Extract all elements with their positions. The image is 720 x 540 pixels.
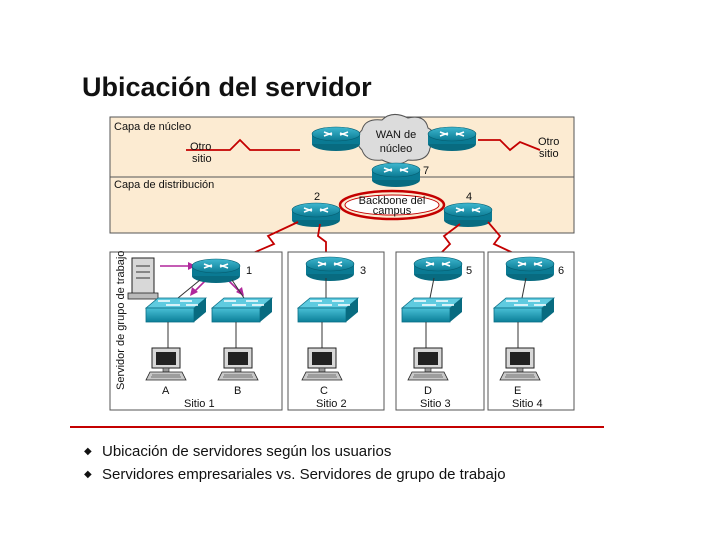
- core-router-left: [311, 126, 361, 152]
- host-d-label: D: [424, 385, 432, 397]
- bullet-list: ◆ Ubicación de servidores según los usua…: [84, 440, 506, 486]
- wan-label-2: núcleo: [380, 143, 412, 155]
- pc-c: [301, 347, 343, 381]
- router-7: [371, 162, 421, 188]
- router-3-number: 3: [360, 265, 366, 277]
- host-a-label: A: [162, 385, 170, 397]
- site-1-label: Sitio 1: [184, 398, 215, 410]
- diamond-bullet-icon: ◆: [84, 469, 92, 480]
- router-2: [291, 202, 341, 228]
- host-e-label: E: [514, 385, 521, 397]
- divider-rule: [70, 426, 604, 428]
- router-6-number: 6: [558, 265, 564, 277]
- host-b-label: B: [234, 385, 241, 397]
- pc-e: [499, 347, 541, 381]
- router-6: [505, 256, 555, 282]
- switch-site-3: [401, 297, 463, 323]
- switch-site-2: [297, 297, 359, 323]
- bullet-item: ◆ Servidores empresariales vs. Servidore…: [84, 463, 506, 486]
- host-c-label: C: [320, 385, 328, 397]
- core-router-right: [427, 126, 477, 152]
- site-4-label: Sitio 4: [512, 398, 543, 410]
- site-2-label: Sitio 2: [316, 398, 347, 410]
- other-site-right-2: sitio: [539, 148, 559, 160]
- backbone-ring: [338, 189, 446, 221]
- router-5: [413, 256, 463, 282]
- site-3-label: Sitio 3: [420, 398, 451, 410]
- diamond-bullet-icon: ◆: [84, 446, 92, 457]
- backbone-label-2: campus: [373, 205, 412, 217]
- bullet-text: Ubicación de servidores según los usuari…: [102, 443, 392, 460]
- router-1: [191, 258, 241, 284]
- switch-site-4: [493, 297, 555, 323]
- pc-b: [217, 347, 259, 381]
- workgroup-server-label: Servidor de grupo de trabajo: [115, 251, 127, 390]
- router-7-number: 7: [423, 165, 429, 177]
- core-layer-label: Capa de núcleo: [114, 121, 191, 133]
- pc-a: [145, 347, 187, 381]
- distribution-layer-box: [109, 176, 575, 234]
- other-site-right-1: Otro: [538, 136, 559, 148]
- router-2-number: 2: [314, 191, 320, 203]
- pc-d: [407, 347, 449, 381]
- slide-title: Ubicación del servidor: [82, 72, 372, 102]
- router-3: [305, 256, 355, 282]
- router-4: [443, 202, 493, 228]
- other-site-left-1: Otro: [190, 141, 211, 153]
- router-4-number: 4: [466, 191, 472, 203]
- switch-site-1-left: [145, 297, 207, 323]
- backbone-label-1: Backbone del: [359, 195, 426, 207]
- other-site-left-2: sitio: [192, 153, 212, 165]
- router-1-number: 1: [246, 265, 252, 277]
- bullet-text: Servidores empresariales vs. Servidores …: [102, 466, 506, 483]
- distribution-layer-label: Capa de distribución: [114, 179, 214, 191]
- switch-site-1-right: [211, 297, 273, 323]
- router-5-number: 5: [466, 265, 472, 277]
- bullet-item: ◆ Ubicación de servidores según los usua…: [84, 440, 506, 463]
- wan-label-1: WAN de: [376, 129, 417, 141]
- workgroup-server: [127, 257, 159, 300]
